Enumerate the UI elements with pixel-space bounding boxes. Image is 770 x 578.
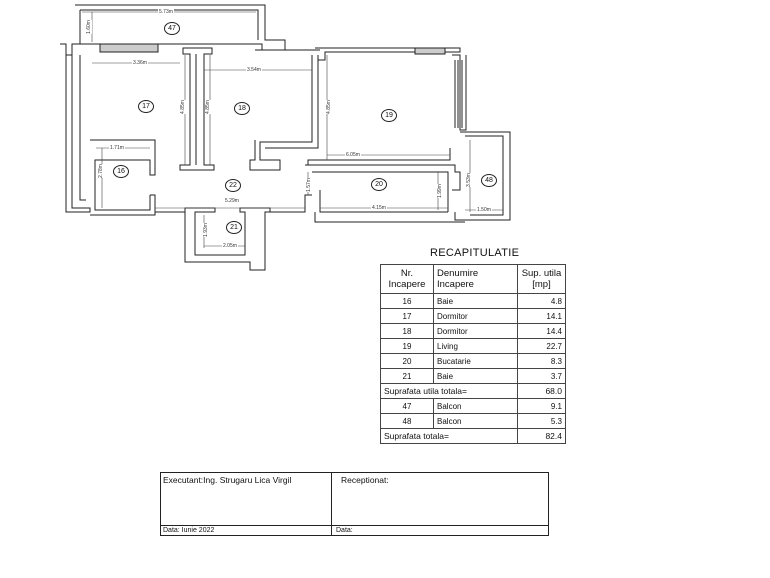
dimension-label: 3.54m [246,67,262,73]
total-value: 82.4 [517,428,566,444]
recap-title: RECAPITULATIE [430,247,520,259]
header-area: Sup. utila [mp] [517,264,566,294]
table-header-row: Nr. Incapere Denumire Incapere Sup. util… [380,264,566,294]
cell-nr: 17 [380,308,434,324]
cell-area: 5.3 [517,413,566,429]
cell-nr: 21 [380,368,434,384]
cell-area: 14.4 [517,323,566,339]
dimension-label: 3.36m [132,60,148,66]
table-row: 21 Baie 3.7 [380,368,566,384]
table-row: 47 Balcon 9.1 [380,398,566,414]
executant-label: Executant:Ing. Strugaru Lica Virgil [163,475,292,485]
signature-block: Executant:Ing. Strugaru Lica Virgil Rece… [160,472,549,536]
dimension-label: 4.15m [371,205,387,211]
date-right: Data: [336,527,353,534]
dimension-label: 4.85m [325,100,332,114]
cell-area: 22.7 [517,338,566,354]
header-nr: Nr. Incapere [380,264,434,294]
table-row: 16 Baie 4.8 [380,293,566,309]
dimension-label: 1.99m [436,184,443,198]
dimension-label: 5.73m [158,9,174,15]
cell-name: Baie [433,368,518,384]
cell-name: Balcon [433,413,518,429]
table-row: 17 Dormitor 14.1 [380,308,566,324]
total-row: Suprafata totala= 82.4 [380,428,566,444]
cell-area: 14.1 [517,308,566,324]
cell-nr: 18 [380,323,434,339]
cell-nr: 20 [380,353,434,369]
dimension-label: 2.05m [222,243,238,249]
cell-nr: 47 [380,398,434,414]
dimension-label: 3.53m [465,173,472,187]
table-row: 48 Balcon 5.3 [380,413,566,429]
cell-name: Baie [433,293,518,309]
floor-plan-walls [60,4,511,271]
signature-left-cell [161,473,332,535]
total-label: Suprafata totala= [380,428,518,444]
dimension-label: 5.29m [224,198,240,204]
cell-name: Dormitor [433,308,518,324]
table-row: 19 Living 22.7 [380,338,566,354]
room-tag-19: 19 [381,109,397,122]
dimension-label: 4.85m [179,100,186,114]
dimension-label: 1.71m [109,145,125,151]
date-left: Data: Iunie 2022 [163,527,215,534]
cell-name: Bucatarie [433,353,518,369]
table-row: 20 Bucatarie 8.3 [380,353,566,369]
dimension-label: 6.05m [345,152,361,158]
room-tag-21: 21 [226,221,242,234]
subtotal-label: Suprafata utila totala= [380,383,518,399]
cell-nr: 16 [380,293,434,309]
receptionat-label: Receptionat: [341,475,389,485]
recap-table: Nr. Incapere Denumire Incapere Sup. util… [380,264,566,444]
signature-date-row [161,525,548,535]
cell-area: 9.1 [517,398,566,414]
dimension-label: 1.93m [202,223,209,237]
cell-name: Living [433,338,518,354]
subtotal-row: Suprafata utila totala= 68.0 [380,383,566,399]
room-tag-16: 16 [113,165,129,178]
dimension-label: 4.85m [204,100,211,114]
cell-name: Balcon [433,398,518,414]
dimension-label: 1.60m [85,20,92,34]
cell-area: 4.8 [517,293,566,309]
cell-nr: 48 [380,413,434,429]
room-tag-48: 48 [481,174,497,187]
cell-nr: 19 [380,338,434,354]
dimension-label: 2.78m [97,164,104,178]
room-tag-47: 47 [164,22,180,35]
room-tag-18: 18 [234,102,250,115]
subtotal-value: 68.0 [517,383,566,399]
room-tag-17: 17 [138,100,154,113]
cell-area: 8.3 [517,353,566,369]
dimension-label: 1.50m [476,207,492,213]
cell-name: Dormitor [433,323,518,339]
table-row: 18 Dormitor 14.4 [380,323,566,339]
cell-area: 3.7 [517,368,566,384]
room-tag-22: 22 [225,179,241,192]
dimension-label: 1.57m [305,178,312,192]
room-tag-20: 20 [371,178,387,191]
header-name: Denumire Incapere [433,264,518,294]
floor-plan: 47 17 18 19 16 22 20 48 21 5.73m 1.60m 3… [0,0,770,280]
